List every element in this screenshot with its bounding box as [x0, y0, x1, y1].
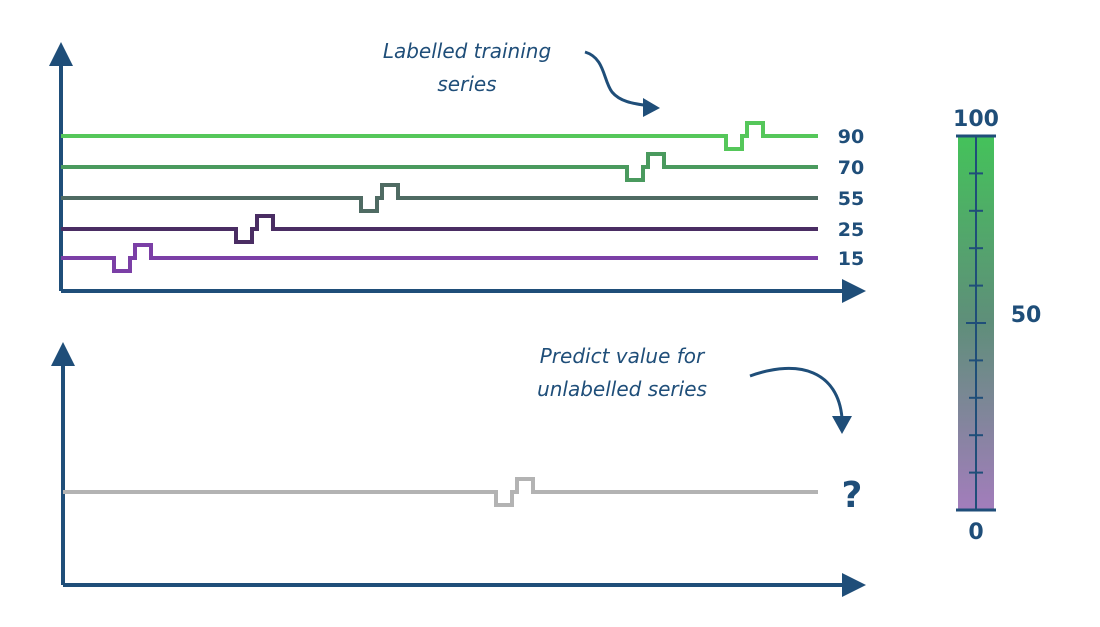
prediction-axes [51, 342, 866, 597]
prediction-x-arrow [842, 573, 866, 597]
training-series-90-label: 90 [838, 126, 864, 148]
training-series-55-line [61, 183, 818, 213]
prediction-annotation-line1: Predict value for [540, 344, 706, 368]
prediction-y-arrow [51, 342, 75, 366]
training-series-25-line [61, 214, 818, 244]
training-series-15-line [61, 243, 818, 273]
scale-bottom-label: 0 [968, 520, 983, 545]
scale-top-label: 100 [953, 107, 999, 132]
prediction-annotation-line2: unlabelled series [537, 377, 707, 401]
training-annotation-arrowhead [643, 98, 660, 117]
training-series-90-line [61, 121, 818, 151]
training-series-group: 90 70 55 25 15 [61, 121, 864, 273]
prediction-annotation-arrowhead [832, 416, 852, 434]
training-series-25-label: 25 [838, 219, 864, 241]
training-series-70-label: 70 [838, 157, 864, 179]
unlabelled-series-line [63, 477, 818, 507]
training-annotation-line2: series [437, 72, 496, 96]
scale-mid-label: 50 [1011, 303, 1042, 328]
training-y-arrow [49, 42, 73, 66]
training-x-arrow [842, 279, 866, 303]
training-annotation-line1: Labelled training [383, 39, 551, 63]
unknown-value-label: ? [842, 475, 863, 516]
training-annotation-arrow [584, 50, 651, 108]
value-scale: 100 50 0 [953, 107, 1041, 545]
prediction-annotation-arrow [749, 367, 844, 419]
training-series-70-line [61, 152, 818, 182]
training-axes [49, 42, 866, 303]
scale-ticks [966, 172, 986, 474]
training-series-55-label: 55 [838, 188, 864, 210]
training-series-15-label: 15 [838, 248, 864, 270]
